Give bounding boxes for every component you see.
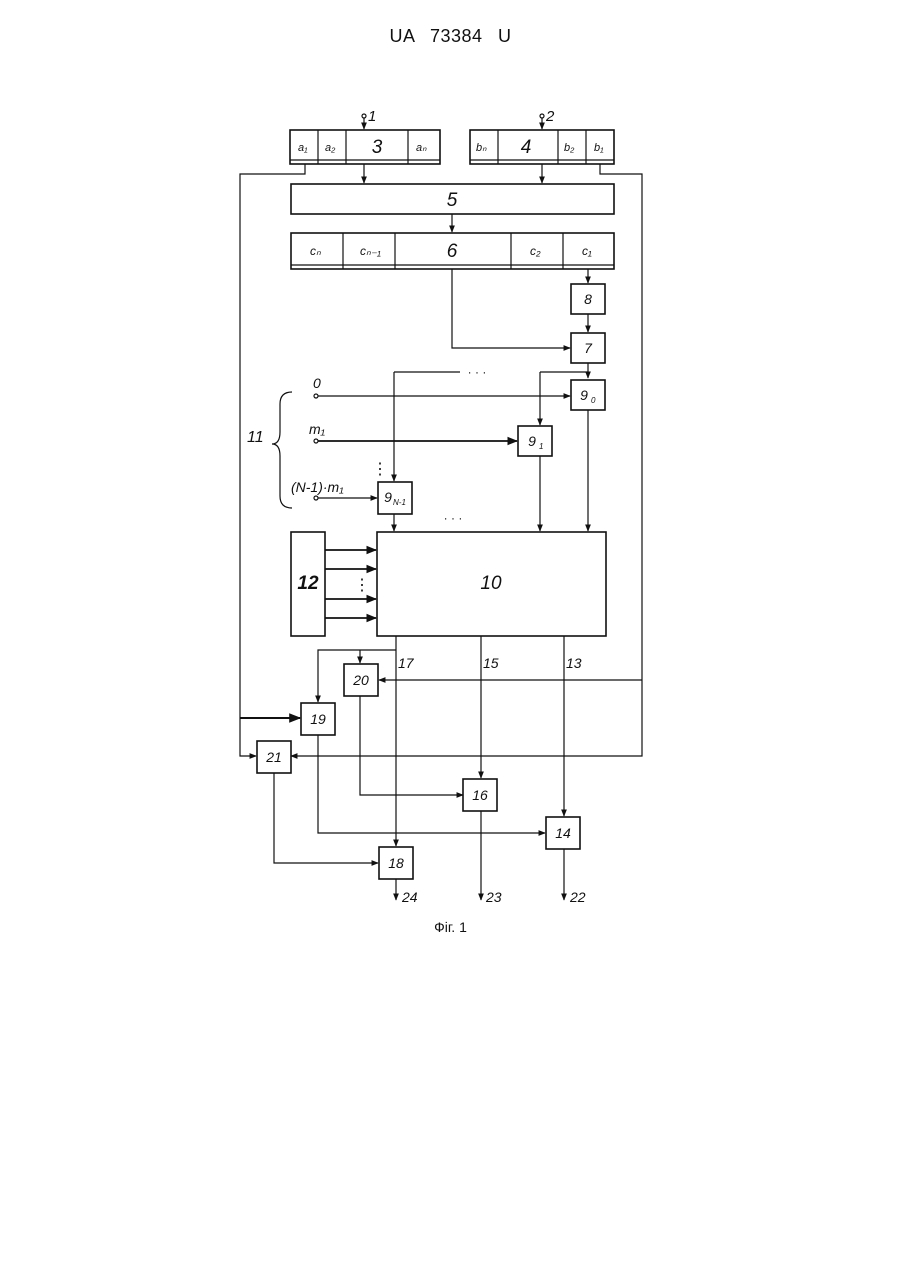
reg3-cell-an: aₙ: [416, 142, 427, 154]
reg4-cell-b2: b₂: [564, 142, 575, 154]
reg6-cell-cn-1: cₙ₋₁: [360, 244, 381, 258]
block-9-0: [571, 380, 605, 410]
reg3-cell-a2: a₂: [325, 142, 336, 154]
group-11-line-m1: m₁: [309, 421, 326, 437]
block-9-n-sub: N-1: [393, 498, 406, 507]
block-21-label: 21: [265, 749, 282, 765]
block-19-label: 19: [310, 711, 326, 727]
block-9-n-num: 9: [384, 489, 392, 505]
output-23-label: 23: [485, 889, 502, 905]
block-7-label: 7: [584, 340, 593, 356]
reg4-cell-b1: b₁: [594, 142, 604, 154]
group-11-line-0: 0: [313, 375, 321, 391]
bus-13-label: 13: [566, 655, 582, 671]
bus-17-label: 17: [398, 655, 415, 671]
block-9-1-sub: 1: [539, 442, 543, 451]
bus-ellipsis-top: · · ·: [468, 365, 487, 379]
block-14-label: 14: [555, 825, 571, 841]
output-24-label: 24: [401, 889, 418, 905]
reg6-label: 6: [447, 241, 458, 262]
block-12-vdots: ⋮: [354, 577, 370, 594]
block-10-label: 10: [480, 573, 502, 594]
input-1-terminal: [362, 114, 366, 118]
figure-caption: Фіг. 1: [0, 919, 901, 935]
bus-ellipsis-bottom: · · ·: [444, 511, 463, 525]
block-16-label: 16: [472, 787, 488, 803]
block-9-0-sub: 0: [591, 396, 596, 405]
input-2-label: 2: [545, 108, 555, 125]
reg3-cell-a1: a₁: [298, 142, 308, 154]
input-2-terminal: [540, 114, 544, 118]
register-4: [470, 130, 614, 164]
block-5-label: 5: [447, 190, 458, 211]
input-1-label: 1: [368, 108, 376, 125]
reg6-cell-c1: c₁: [582, 244, 592, 258]
block-8-label: 8: [584, 291, 592, 307]
output-22-label: 22: [569, 889, 586, 905]
reg6-cell-c2: c₂: [530, 244, 541, 258]
block-12-label: 12: [297, 573, 319, 594]
bus-15-label: 15: [483, 655, 499, 671]
block-18-label: 18: [388, 855, 404, 871]
reg3-label: 3: [372, 137, 383, 158]
reg6-cell-cn: cₙ: [310, 244, 321, 258]
group-11-label: 11: [247, 429, 264, 446]
block-20-label: 20: [352, 672, 369, 688]
block-9-1-num: 9: [528, 433, 536, 449]
group-11-vdots: ⋮: [372, 461, 388, 478]
group-11-brace: [272, 392, 292, 508]
reg4-cell-bn: bₙ: [476, 142, 487, 154]
group-11-line-n-1: (N-1)·m₁: [291, 479, 344, 495]
reg4-label: 4: [521, 137, 532, 158]
block-9-0-num: 9: [580, 387, 588, 403]
